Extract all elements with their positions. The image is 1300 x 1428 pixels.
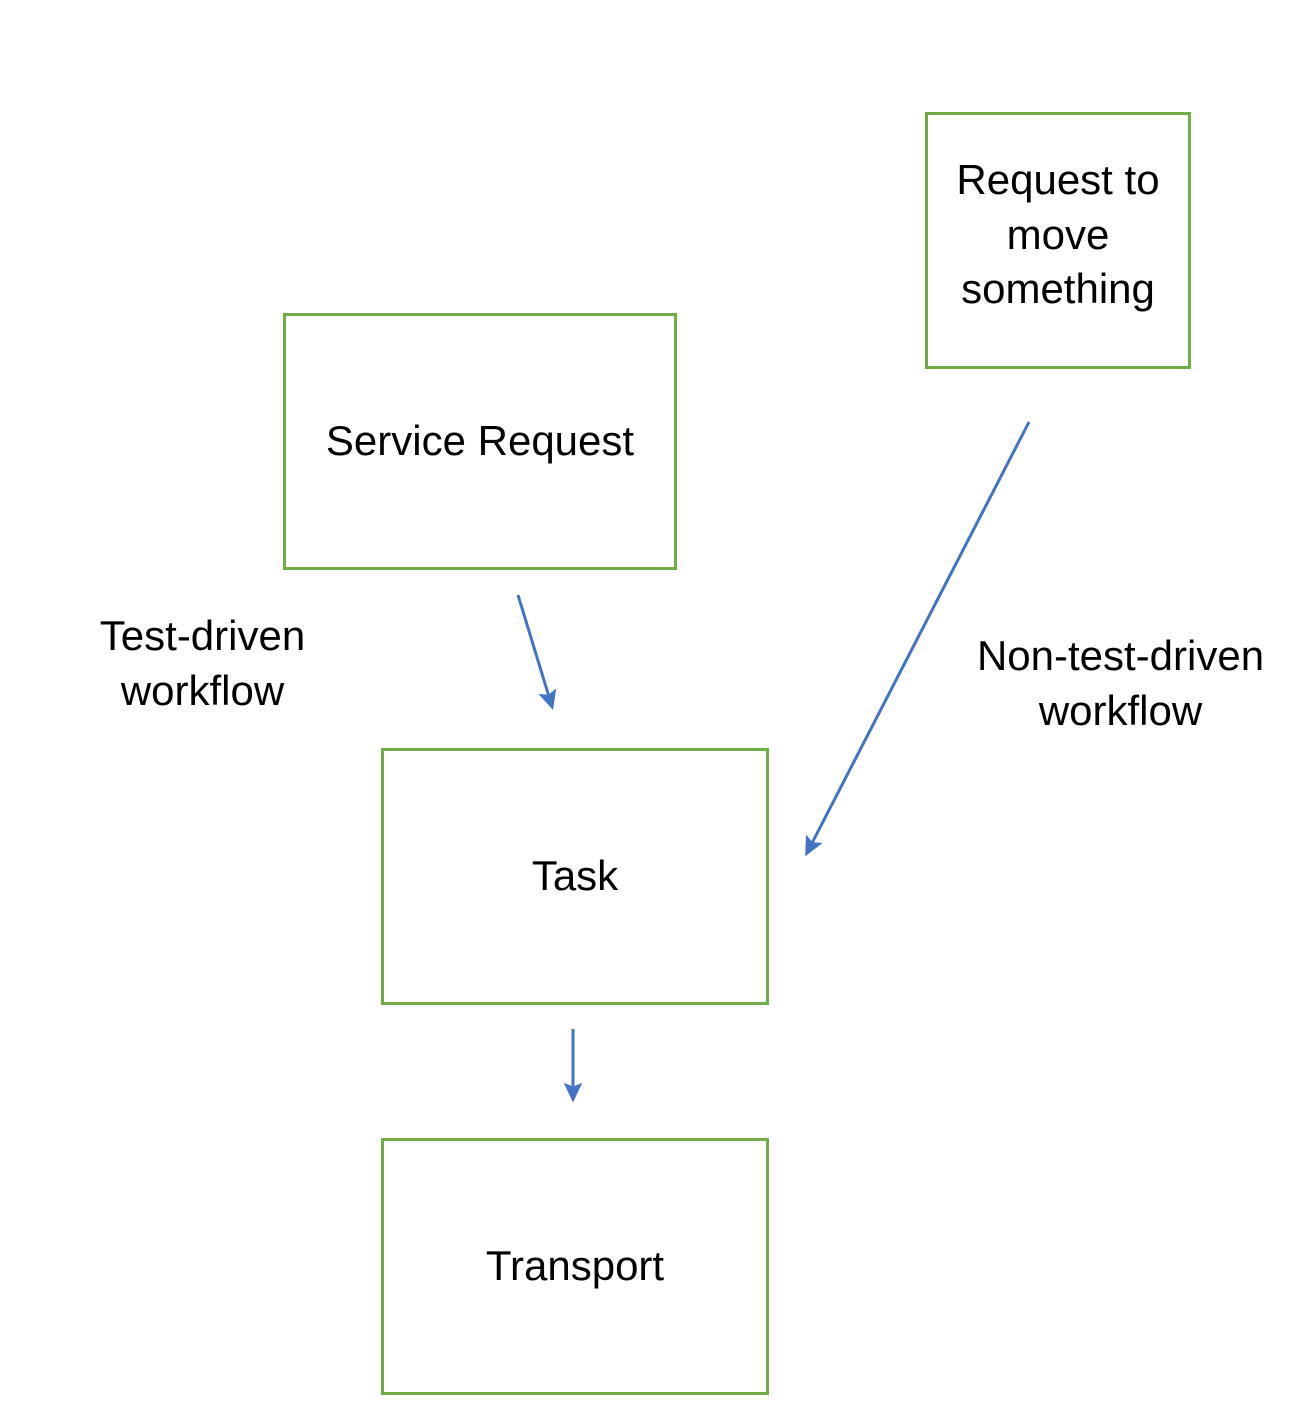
node-request-to-move-something[interactable]: Request to move something [925, 112, 1191, 369]
caption-test-driven-workflow: Test-driven workflow [99, 612, 306, 715]
node-label-request-to-move-something: Request to move something [956, 156, 1160, 313]
node-label-service-request: Service Request [325, 417, 635, 465]
caption-non-test-driven-workflow: Non-test-driven workflow [976, 632, 1265, 735]
node-label-task: Task [531, 852, 619, 900]
node-service-request[interactable]: Service Request [283, 313, 677, 570]
node-label-transport: Transport [485, 1242, 665, 1290]
node-task[interactable]: Task [381, 748, 769, 1005]
edge-service-request-to-task [516, 594, 557, 711]
node-transport[interactable]: Transport [381, 1138, 769, 1395]
